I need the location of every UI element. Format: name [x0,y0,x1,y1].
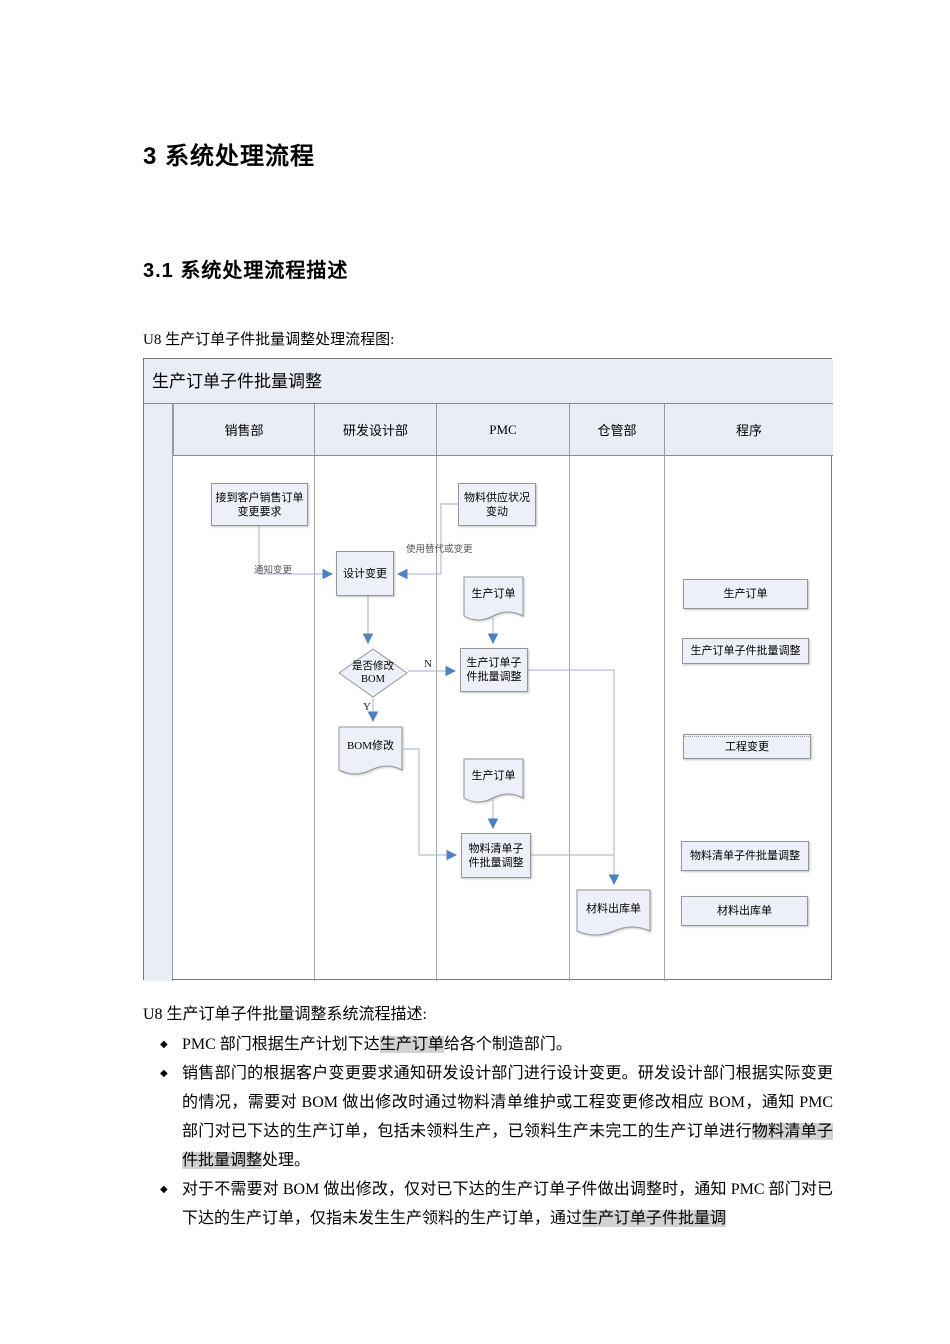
process-description: U8 生产订单子件批量调整系统流程描述: ◆PMC 部门根据生产计划下达生产订单… [143,1000,833,1233]
label-yes: Y [363,701,371,713]
decision-label: 是否修改BOM [352,661,394,685]
doc-bom-modify: BOM修改 [338,726,403,778]
lane-header-warehouse: 仓管部 [569,404,664,456]
node-prod-order-batch-adjust: 生产订单子件批量调整 [460,648,528,692]
prog-box-bom-batch-adjust: 物料清单子件批量调整 [681,841,809,871]
doc-production-order-1: 生产订单 [463,576,524,624]
document-shape [338,726,403,775]
label-no: N [424,658,432,670]
lane-header-sales: 销售部 [173,404,314,456]
lane-divider [664,456,665,981]
left-margin-column [144,404,173,981]
doc-label: 材料出库单 [586,903,641,915]
lane-divider [569,456,570,981]
lane-header-rd: 研发设计部 [314,404,436,456]
engineering-change-underline [684,736,811,737]
doc-label: 生产订单 [471,770,516,782]
document-shape [576,889,651,936]
document-shape [463,576,524,621]
bullet-item-3: ◆ 对于不需要对 BOM 做出修改，仅对已下达的生产订单子件做出调整时，通知 PM… [143,1175,833,1233]
bullet-text: 对于不需要对 BOM 做出修改，仅对已下达的生产订单子件做出调整时，通知 PMC… [182,1181,833,1227]
node-material-supply-change: 物料供应状况变动 [458,483,536,526]
bullet-icon: ◆ [160,1068,168,1079]
doc-label: BOM修改 [346,740,395,752]
bullet-icon: ◆ [160,1184,168,1195]
bullet-item-1: ◆ PMC 部门根据生产计划下达生产订单给各个制造部门。 [143,1030,833,1059]
prog-box-prod-order-batch-adjust: 生产订单子件批量调整 [682,638,809,664]
bullet-text: PMC 部门根据生产计划下达 [182,1036,380,1053]
doc-production-order-2: 生产订单 [463,758,524,806]
node-design-change: 设计变更 [336,551,394,596]
lane-header-pmc: PMC [436,404,569,456]
diamond-shape [338,648,408,698]
flowchart: 生产订单子件批量调整 销售部 研发设计部 PMC 仓管部 程序 [143,358,833,981]
document-shape [463,758,524,803]
bullet-text: 给各个制造部门。 [443,1036,572,1053]
label-notify-change: 通知变更 [254,566,293,576]
node-bom-batch-adjust: 物料清单子件批量调整 [461,833,531,878]
lane-header-program: 程序 [664,404,833,456]
bullet-text: 销售部门的根据客户变更要求通知研发设计部门进行设计变更。研发设计部门根据实际变更… [182,1065,833,1140]
prog-box-production-order: 生产订单 [683,579,808,609]
bullet-item-2: ◆ 销售部门的根据客户变更要求通知研发设计部门进行设计变更。研发设计部门根据实际变… [143,1059,833,1175]
flowchart-title: 生产订单子件批量调整 [144,359,833,404]
doc-label: 生产订单 [471,588,516,600]
heading-section-3: 3 系统处理流程 [143,143,316,170]
lane-divider [314,456,315,981]
bullet-icon: ◆ [160,1039,168,1050]
doc-material-issue: 材料出库单 [576,889,651,939]
flowchart-caption: U8 生产订单子件批量调整处理流程图: [143,332,395,348]
highlighted-term: 生产订单子件批量调 [582,1210,727,1227]
description-title: U8 生产订单子件批量调整系统流程描述: [143,1006,428,1023]
highlighted-term: 生产订单 [379,1036,444,1053]
bullet-text: 处理。 [262,1152,311,1169]
lane-divider [436,456,437,981]
heading-section-3-1: 3.1 系统处理流程描述 [143,260,349,282]
node-sales-change-request: 接到客户销售订单变更要求 [211,483,308,526]
prog-box-engineering-change: 工程变更 [683,734,811,759]
decision-modify-bom: 是否修改BOM [338,648,408,698]
prog-box-material-issue: 材料出库单 [681,896,808,926]
label-use-substitute: 使用替代或变更 [406,545,473,555]
